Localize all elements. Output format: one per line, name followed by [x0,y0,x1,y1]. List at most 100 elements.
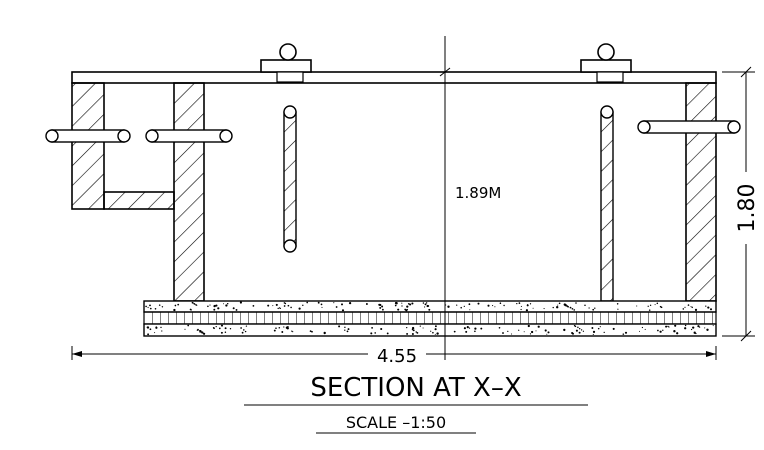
speckle-dot [287,304,290,307]
speckle-dot [428,308,431,311]
speckle-dot [187,324,190,327]
speckle-dot [174,304,177,307]
speckle-dot [693,331,696,334]
speckle-dot [556,306,559,309]
speckle-dot [154,308,157,310]
inlet-chamber-floor [103,191,175,210]
speckle-dot [543,308,545,310]
speckle-dot [380,327,383,331]
length-dimension: 4.55 [71,344,717,367]
speckle-dot [499,302,502,304]
speckle-dot [220,324,224,327]
speckle-dot [161,330,163,332]
speckle-dot [394,301,398,305]
speckle-dot [409,303,412,306]
speckle-dot [694,308,698,311]
speckle-dot [235,308,238,311]
speckle-dot [149,307,152,310]
baffle-wall-left [283,105,297,253]
speckle-dot [584,304,586,307]
speckle-dot [424,306,426,308]
speckle-dot [241,331,244,334]
speckle-dot [411,326,415,330]
speckle-dot [510,333,513,335]
speckle-dot [547,331,550,334]
speckle-dot [201,331,204,334]
speckle-dot [309,330,312,332]
speckle-dot [707,307,710,309]
speckle-dot [416,332,419,334]
speckle-dot [641,326,644,329]
speckle-dot [530,330,534,334]
speckle-dot [394,304,397,307]
speckle-dot [406,308,409,310]
speckle-dot [592,308,595,311]
speckle-dot [411,332,414,336]
inlet-chamber-outer-wall [71,82,105,210]
speckle-dot [292,331,294,333]
speckle-dot [526,304,529,307]
speckle-dot [684,306,686,308]
speckle-dot [453,330,456,333]
speckle-dot [405,309,408,312]
speckle-dot [302,304,304,307]
speckle-dot [603,331,605,334]
speckle-dot [213,304,216,308]
inlet-pipe-left [45,129,131,143]
speckle-dot [335,306,338,308]
speckle-dot [577,326,579,329]
speckle-dot [298,307,301,310]
speckle-dot [146,326,150,329]
speckle-dot [695,332,697,335]
speckle-dot [665,325,668,328]
speckle-dot [239,301,242,304]
speckle-dot [684,324,687,327]
speckle-dot [158,304,161,306]
speckle-dot [422,327,424,329]
speckle-dot [272,305,274,307]
speckle-dot [213,308,216,311]
speckle-dot [436,332,439,335]
speckle-dot [311,330,313,333]
speckle-dot [386,332,389,335]
speckle-dot [690,306,692,308]
speckle-dot [674,324,677,327]
speckle-dot [427,305,430,307]
center-tick [439,67,451,77]
speckle-dot [196,304,198,306]
speckle-dot [469,309,471,311]
speckle-dot [657,329,659,332]
speckle-dot [567,305,569,308]
speckle-dot [557,304,559,306]
speckle-dot [466,326,469,329]
speckle-dot [291,330,293,332]
speckle-dot [252,305,255,307]
speckle-dot [220,331,223,334]
height-dimension: 1.80 [722,66,760,342]
speckle-dot [712,325,714,327]
speckle-dot [344,329,346,331]
speckle-dot [687,304,690,306]
speckle-dot [226,302,229,305]
speckle-dot [348,301,352,305]
speckle-dot [599,326,601,328]
speckle-dot [154,332,156,334]
speckle-dot [287,325,289,328]
speckle-dot [591,327,594,329]
speckle-dot [578,331,581,334]
speckle-dot [520,305,522,307]
speckle-dot [572,332,574,335]
speckle-dot [379,303,382,307]
speckle-dot [578,327,581,330]
speckle-dot [381,305,384,308]
speckle-dot [571,307,574,310]
speckle-dot [575,302,577,304]
speckle-dot [516,302,518,305]
speckle-dot [160,326,162,329]
speckle-dot [190,309,192,311]
speckle-dot [281,331,284,333]
speckle-dot [149,304,151,307]
speckle-dot [691,306,693,309]
speckle-dot [425,302,428,304]
speckle-dot [552,306,554,309]
